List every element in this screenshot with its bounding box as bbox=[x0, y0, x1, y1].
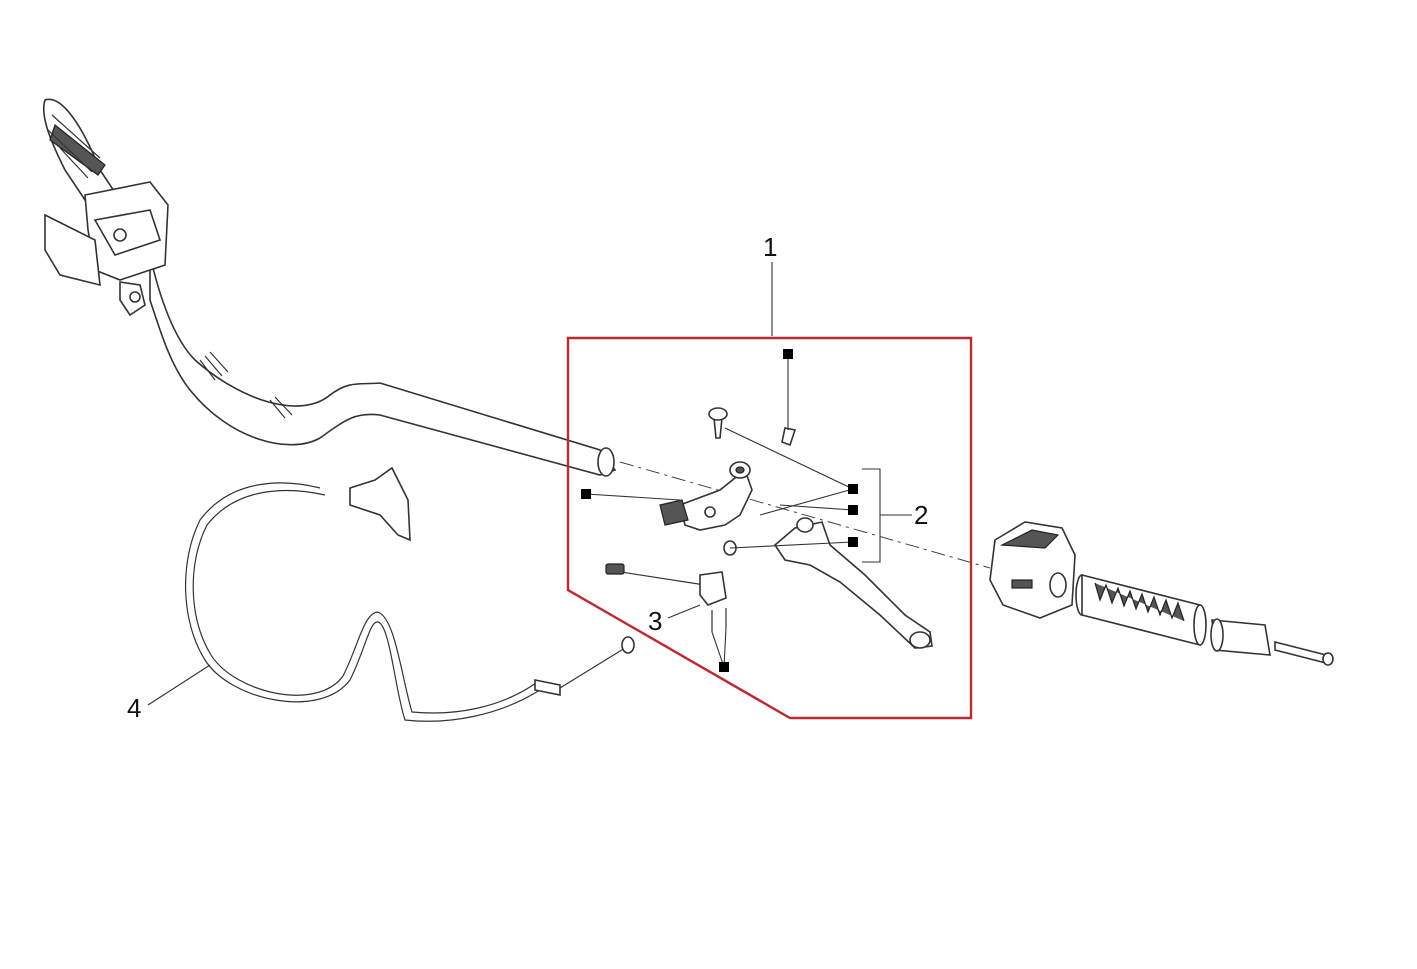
pivot-bolts bbox=[708, 407, 797, 556]
assembly-axis bbox=[619, 461, 991, 569]
left-grip-assembly bbox=[42, 98, 169, 317]
marker-square bbox=[848, 484, 858, 494]
marker-square bbox=[581, 489, 591, 499]
callout-1: 1 bbox=[763, 232, 777, 262]
assembly-highlight-frame bbox=[566, 336, 973, 720]
marker-square bbox=[719, 662, 729, 672]
callout-3: 3 bbox=[648, 606, 662, 636]
marker-square bbox=[848, 505, 858, 515]
handlebar bbox=[149, 254, 617, 477]
right-switch-housing bbox=[989, 521, 1076, 619]
clutch-cable bbox=[184, 466, 635, 722]
clutch-switch bbox=[605, 563, 727, 632]
lever-bracket bbox=[659, 461, 753, 531]
leader-lines bbox=[147, 262, 912, 706]
callout-4: 4 bbox=[127, 693, 141, 723]
marker-square bbox=[848, 537, 858, 547]
callout-2: 2 bbox=[914, 500, 928, 530]
clutch-lever bbox=[773, 517, 933, 649]
marker-square bbox=[783, 349, 793, 359]
right-grip bbox=[1075, 573, 1207, 647]
part-markers bbox=[581, 349, 858, 672]
bar-end-weight bbox=[1210, 618, 1334, 666]
